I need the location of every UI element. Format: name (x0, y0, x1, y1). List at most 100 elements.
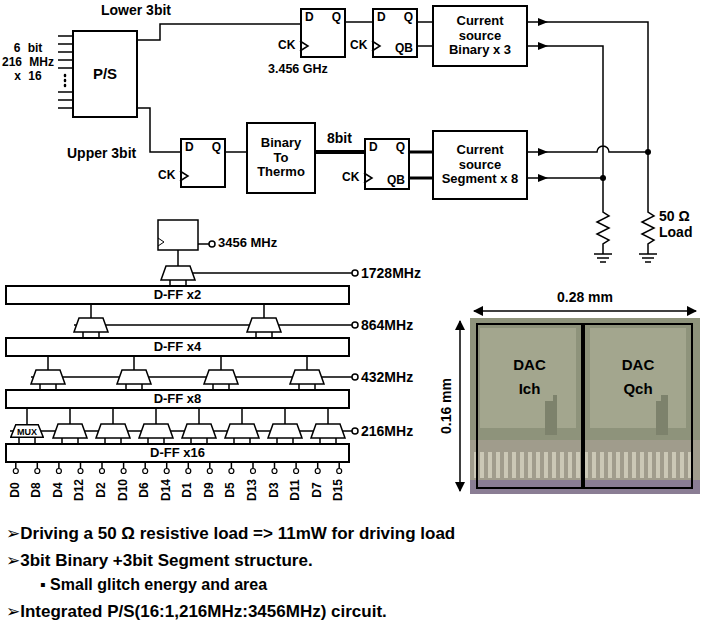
chip-photo-area (470, 440, 700, 494)
data-input-label: D6 (138, 482, 152, 497)
wire-label: Lower 3bit (100, 2, 172, 18)
pin-label: D (185, 141, 194, 154)
ground-symbol (594, 254, 657, 262)
mux-symbol (290, 370, 324, 384)
resistor-symbol (597, 205, 654, 254)
block-label: DAC Ich (507, 353, 553, 401)
band-label: D-FF x4 (154, 340, 202, 355)
box-label: Current source Binary x 3 (440, 14, 520, 59)
pin-label: D (369, 141, 378, 154)
data-input-label: D9 (203, 482, 217, 497)
pin-label: Q (212, 141, 221, 154)
mux-symbol (247, 318, 281, 332)
junction-dot (645, 149, 651, 155)
signal-wire (138, 108, 180, 152)
pin-label: D (377, 11, 386, 24)
terminal-circle (229, 469, 234, 474)
bus-wire (410, 151, 432, 154)
note-text: ➢3bit Binary +3bit Segment structure. (6, 551, 313, 571)
terminal-circle (209, 241, 215, 247)
clock-frequency-label: 3456 MHz (218, 236, 277, 251)
data-input-wires (16, 463, 339, 468)
mux-label: MUX (17, 426, 37, 437)
pin-label: Q (396, 141, 405, 154)
data-input-label: D15 (332, 479, 346, 501)
mux-symbol (204, 370, 238, 384)
data-input-label: D4 (52, 482, 66, 497)
signal-wire (346, 21, 372, 23)
signal-wire (418, 45, 432, 47)
note-text: ➢Integrated P/S(16:1,216MHz:3456MHz) cir… (6, 602, 387, 622)
clock-pin-label: CK (342, 171, 359, 185)
terminal-circle (337, 469, 342, 474)
mux-symbol (96, 424, 130, 438)
decoder-box: Binary To Thermo (246, 122, 316, 194)
data-input-label: D2 (95, 482, 109, 497)
mux-symbol (117, 370, 151, 384)
pin-label: QB (387, 174, 405, 187)
clock-frequency-label: 864MHz (361, 317, 413, 333)
wire-label: Upper 3bit (66, 145, 137, 161)
chip-photo (470, 318, 700, 494)
pin-label: Q (332, 11, 341, 24)
terminal-circle (207, 469, 212, 474)
flip-flop-box: DQ (300, 8, 346, 58)
band-label: D-FF x8 (154, 392, 202, 407)
clock-wire (198, 243, 209, 245)
mux-symbol (311, 424, 345, 438)
mux-symbol (182, 424, 216, 438)
flip-flop-band: D-FF x8 (5, 389, 350, 409)
mux-outline (11, 425, 44, 438)
chip-photo-area (480, 328, 576, 428)
bus-label: 6 bit 216 MHz x 16 (1, 42, 55, 83)
note-text: ➢Driving a 50 Ω resistive load => 11mW f… (6, 524, 455, 544)
dimension-label: 0.28 mm (557, 289, 613, 305)
mux-symbol (31, 370, 65, 384)
mux-symbol (74, 318, 108, 332)
terminal-circle (352, 322, 358, 328)
bus-wire (410, 177, 432, 180)
clock-frequency-label: 3.456 GHz (268, 62, 328, 76)
chip-pads (474, 452, 696, 478)
data-input-label: D1 (181, 482, 195, 497)
data-input-label: D5 (224, 482, 238, 497)
chip-photo-area (545, 395, 557, 435)
input-bus-lines (58, 36, 72, 108)
mux-symbol (53, 424, 87, 438)
terminal-circle (272, 469, 277, 474)
flip-flop-box: D Q QB (364, 138, 410, 190)
terminal-circle (294, 469, 299, 474)
mux-symbol (161, 266, 195, 280)
mux-symbol (225, 424, 259, 438)
terminal-circle (352, 270, 358, 276)
load-label: 50 Ω Load (659, 208, 701, 240)
chip-photo-area (656, 395, 668, 435)
box-label: Binary To Thermo (254, 136, 308, 181)
clock-pin-label: CK (158, 169, 175, 183)
signal-wire (418, 21, 432, 23)
pin-label: QB (395, 42, 413, 55)
data-input-label: D11 (289, 479, 303, 500)
pin-label: Q (404, 11, 413, 24)
signal-wire (226, 151, 246, 153)
data-input-label: D7 (311, 482, 325, 497)
terminal-circle (352, 428, 358, 434)
clock-frequency-label: 1728MHz (361, 265, 421, 281)
current-source-box: Current source Binary x 3 (432, 5, 528, 67)
data-input-label: D13 (246, 479, 260, 501)
bus-wire (316, 150, 364, 154)
junction-dot (600, 175, 606, 181)
flip-flop-band: D-FF x2 (5, 285, 350, 305)
signal-wire (26, 409, 28, 424)
flip-flop-box: D Q QB (372, 8, 418, 58)
terminal-circle (186, 469, 191, 474)
clock-frequency-label: 216MHz (361, 423, 413, 439)
wire-label: 8bit (326, 130, 353, 146)
current-source-box: Current source Segment x 8 (432, 130, 528, 200)
mux-symbol (268, 424, 302, 438)
chip-photo-area (470, 480, 700, 494)
dac-block: DAC Qch (583, 323, 693, 489)
parallel-serial-box: P/S (72, 30, 138, 118)
dimension-line (474, 310, 696, 312)
clock-input-symbol (158, 238, 164, 246)
